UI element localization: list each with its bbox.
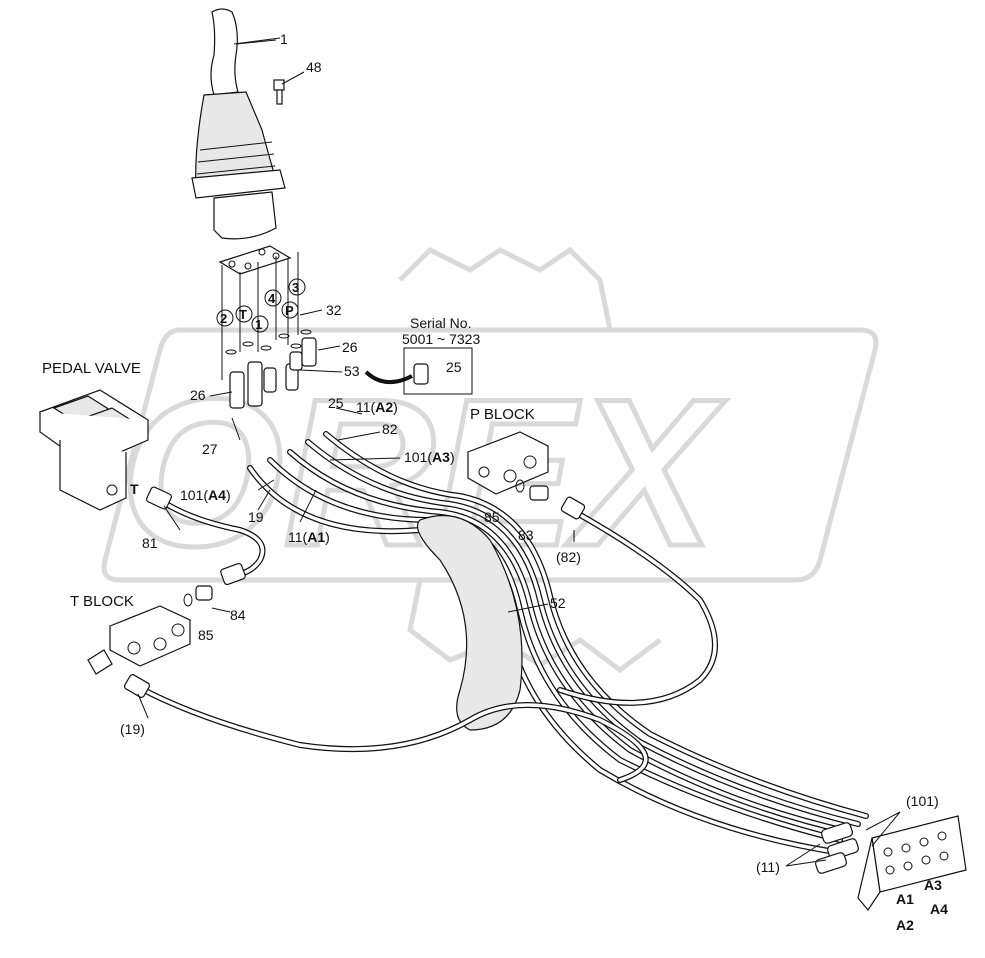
serial-line-1: Serial No. xyxy=(410,315,471,331)
label-84: 84 xyxy=(230,607,246,623)
port-label-a3: A3 xyxy=(924,877,942,893)
port-label-a1: A1 xyxy=(896,891,914,907)
watermark-text: OREX xyxy=(120,355,726,590)
hose-82 xyxy=(557,496,718,706)
mounting-plate xyxy=(218,245,299,380)
label-11-a2: 11(A2) xyxy=(356,399,398,415)
port-circle-3: 3 xyxy=(292,280,299,295)
port-circle-t: T xyxy=(239,307,247,322)
serial-line-2: 5001 ~ 7323 xyxy=(402,331,480,347)
label-19: 19 xyxy=(248,509,264,525)
label-101-a4: 101(A4) xyxy=(180,487,231,503)
t-block xyxy=(87,585,213,675)
label-101-a3: 101(A3) xyxy=(404,449,455,465)
label-85a: 85 xyxy=(484,509,500,525)
hose-81 xyxy=(146,486,266,586)
port-circle-2: 2 xyxy=(220,311,227,326)
label-19-ref: (19) xyxy=(120,721,145,737)
port-circle-4: 4 xyxy=(268,291,276,306)
label-32: 32 xyxy=(326,302,342,318)
label-85b: 85 xyxy=(198,627,214,643)
leader-lines xyxy=(137,39,575,719)
label-48: 48 xyxy=(306,59,322,75)
port-circle-p: P xyxy=(285,303,294,318)
hose-bundle xyxy=(247,431,869,855)
label-82: 82 xyxy=(382,421,398,437)
hose-19 xyxy=(123,674,649,783)
label-26b: 26 xyxy=(190,387,206,403)
label-27: 27 xyxy=(202,441,218,457)
fittings-group xyxy=(209,329,343,409)
joystick-handle xyxy=(191,8,286,240)
label-t: T xyxy=(130,481,139,497)
label-26a: 26 xyxy=(342,339,358,355)
serial-box xyxy=(364,347,473,395)
label-52: 52 xyxy=(550,595,566,611)
title-p-block: P BLOCK xyxy=(470,406,535,423)
watermark-logo: OREX xyxy=(101,246,879,674)
label-81: 81 xyxy=(142,535,158,551)
label-53: 53 xyxy=(344,363,360,379)
port-circles: 2 T 1 4 P 3 xyxy=(216,278,306,333)
label-11-a1: 11(A1) xyxy=(288,529,330,545)
label-82-ref: (82) xyxy=(556,549,581,565)
port-label-a4: A4 xyxy=(930,901,948,917)
label-83: 83 xyxy=(518,527,534,543)
port-circle-1: 1 xyxy=(255,317,262,332)
bolt-48 xyxy=(273,71,305,105)
label-25a: 25 xyxy=(446,359,462,375)
pedal-valve xyxy=(38,389,150,511)
label-101-ref: (101) xyxy=(906,793,939,809)
hose-sleeve-52 xyxy=(416,514,549,731)
port-bracket xyxy=(785,811,967,912)
title-pedal-valve: PEDAL VALVE xyxy=(42,360,141,377)
p-block xyxy=(466,431,550,501)
port-label-a2: A2 xyxy=(896,917,914,933)
label-11-ref: (11) xyxy=(756,859,780,875)
callout-labels: PEDAL VALVE P BLOCK T BLOCK Serial No. 5… xyxy=(42,31,948,933)
title-t-block: T BLOCK xyxy=(70,593,134,610)
label-1: 1 xyxy=(280,31,288,47)
label-25b: 25 xyxy=(328,395,344,411)
